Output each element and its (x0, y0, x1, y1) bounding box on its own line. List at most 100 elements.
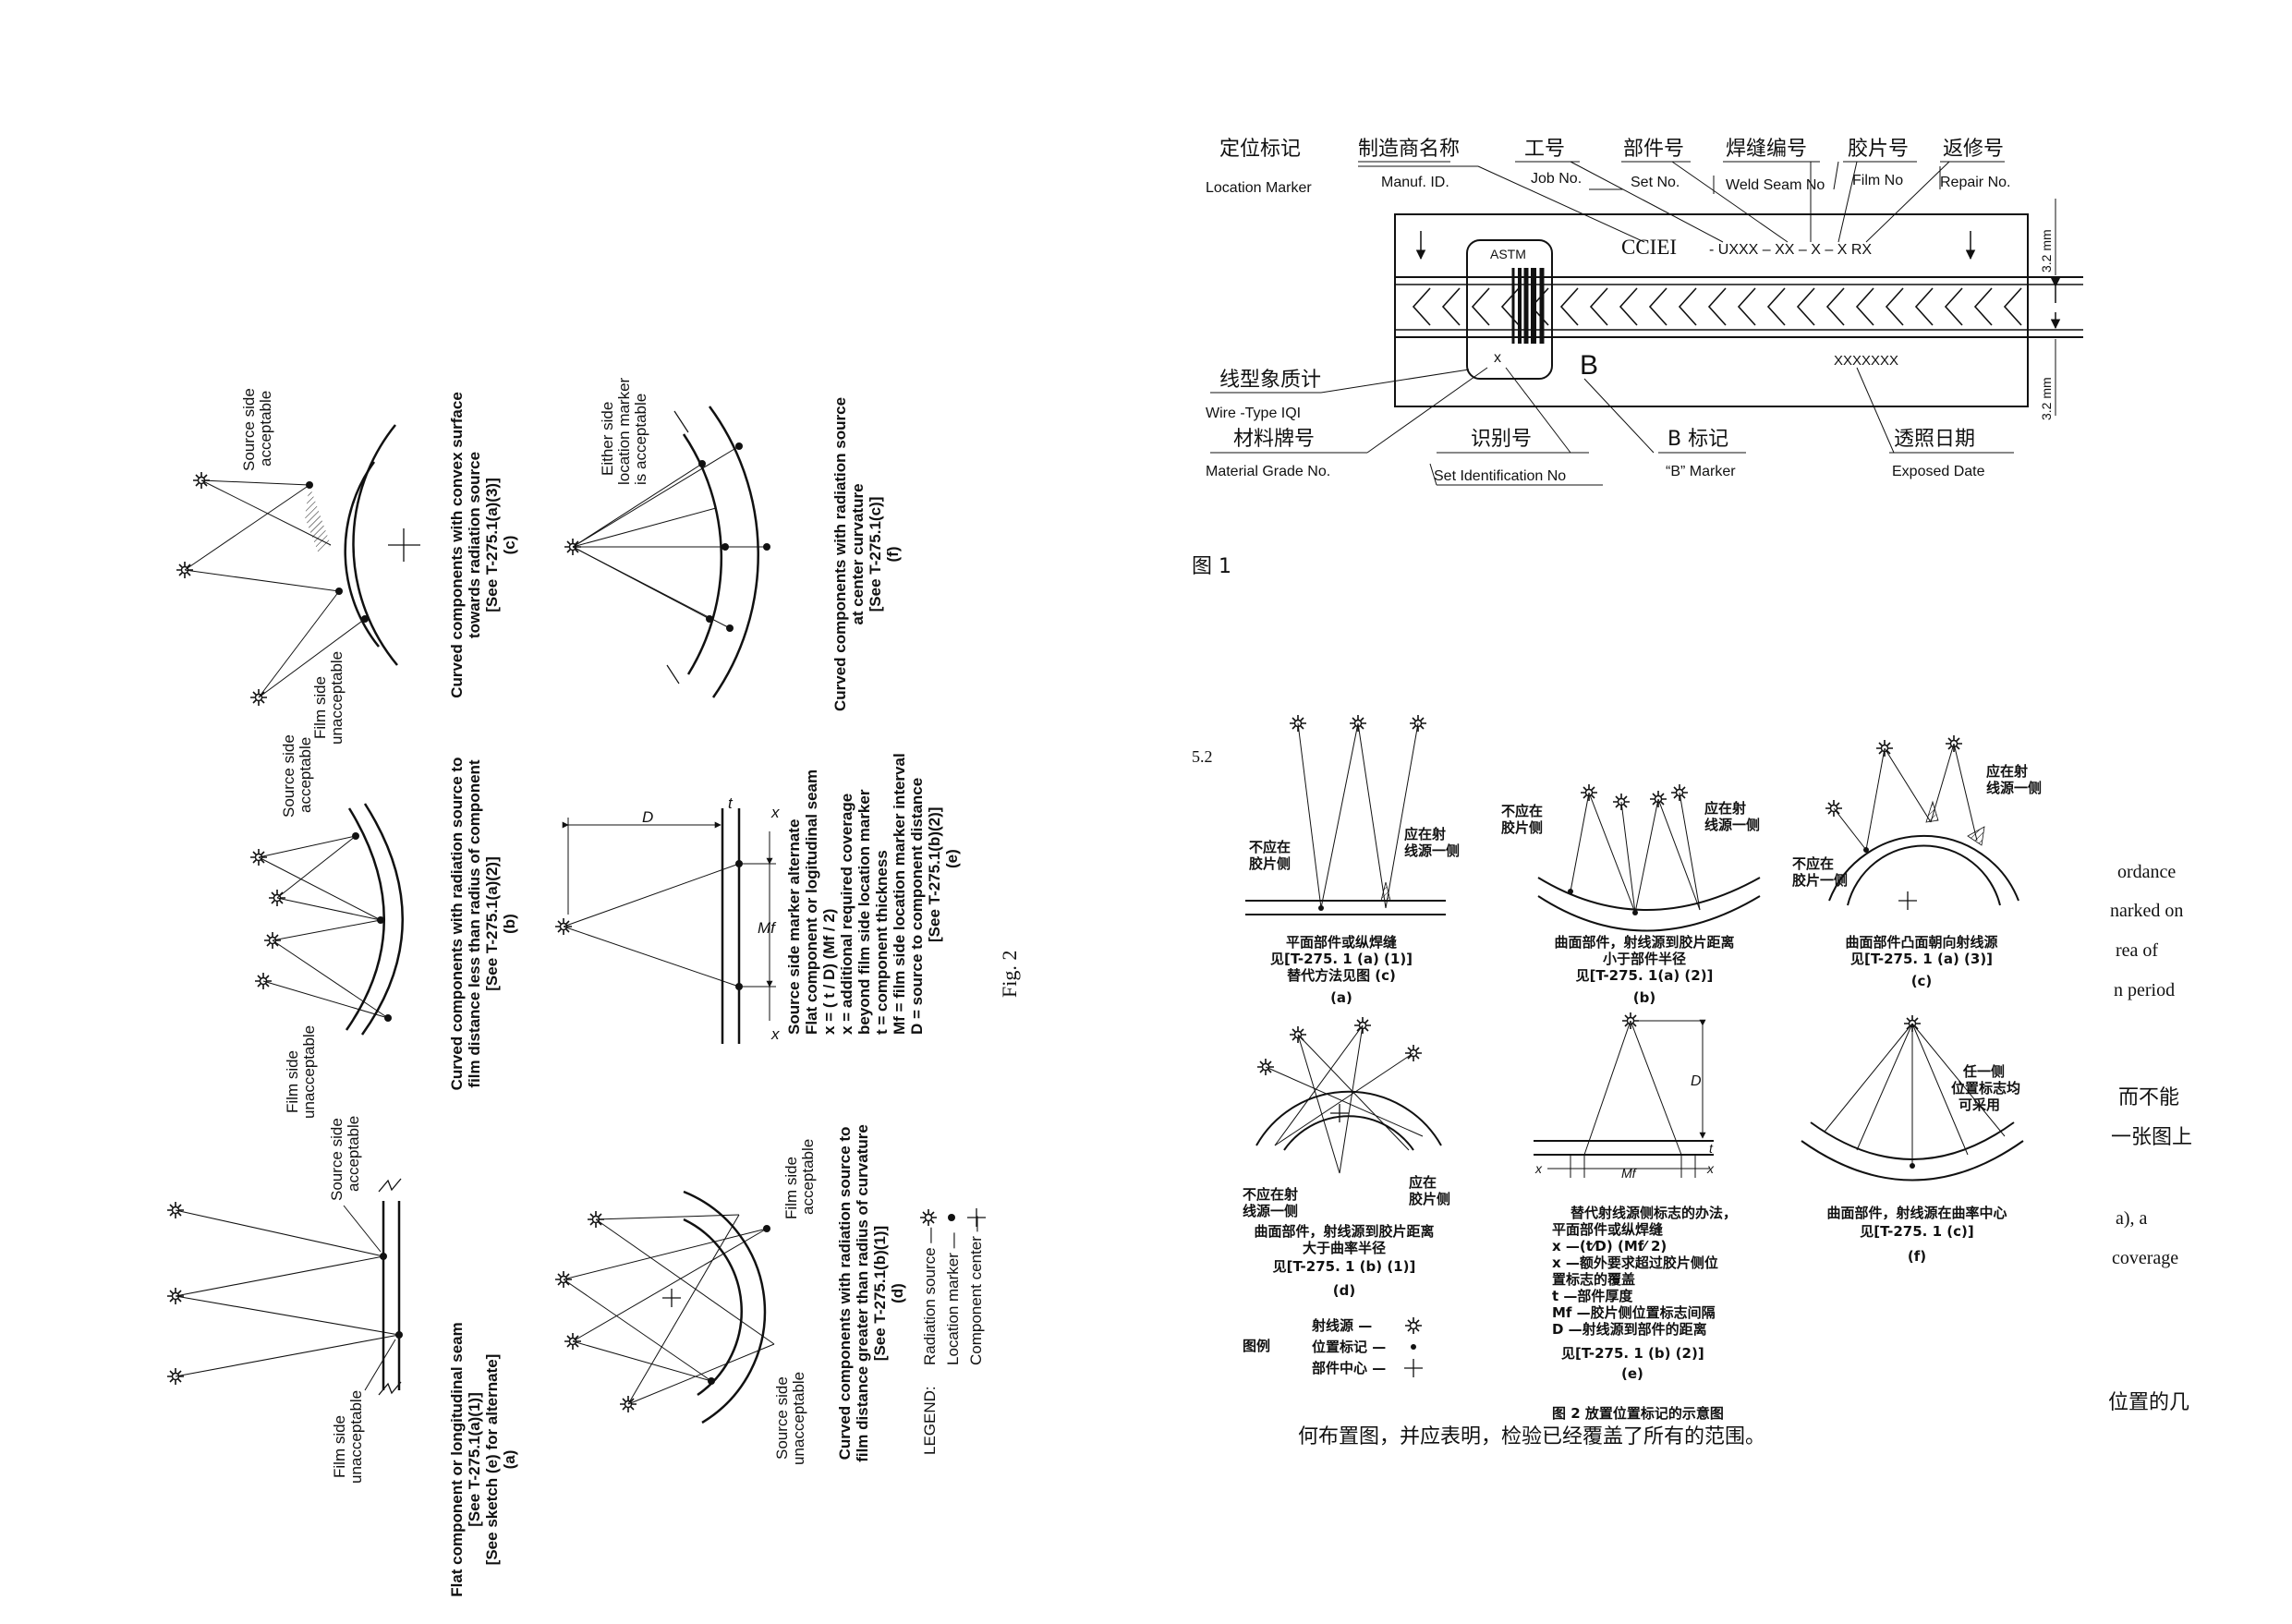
zh-f-cap-l2: 见[T-275. 1 (c)] (1860, 1223, 1973, 1240)
lbl-film-zh: 胶片号 (1848, 138, 1909, 161)
lbl-setid-zh: 识别号 (1471, 428, 1532, 451)
lbl-film-en: Film No (1852, 173, 1903, 188)
frag-8: coverage (2112, 1248, 2178, 1268)
zh-c-cap-l2: 见[T-275. 1 (a) (3)] (1850, 951, 1993, 967)
weld-chevron (1412, 287, 1431, 326)
d-source-side-l1: Source side (773, 1376, 791, 1460)
zh-e-x-right: x (1706, 1161, 1715, 1176)
frag-6: 一张图上 (2111, 1126, 2192, 1149)
zh-d-yes-l2: 胶片侧 (1409, 1191, 1450, 1207)
e-caption-l5: beyond film side location marker (855, 789, 873, 1035)
a-caption-l3: [See sketch (e) for alternate] (483, 1354, 501, 1566)
b-caption-l3: [See T-275.1(a)(2)] (483, 856, 501, 991)
zh-c-cap-l1: 曲面部件凸面朝向射线源 (1845, 934, 1997, 951)
zh-e-cap-l10: (e) (1621, 1365, 1643, 1382)
f-caption-l3: [See T-275.1(c)] (867, 497, 884, 612)
weld-chevron (1973, 287, 1993, 326)
weld-chevron (1678, 287, 1697, 326)
zh-d-cap-l4: (d) (1333, 1282, 1355, 1299)
fig1-top-labels: 定位标记 Location Marker 制造商名称 Manuf. ID. 工号… (1206, 138, 2010, 196)
zh-a-cap-l1: 平面部件或纵焊缝 (1286, 934, 1397, 951)
weld-chevron (2003, 287, 2022, 326)
weld-chevron (1885, 287, 1904, 326)
weld-chevron (1796, 287, 1815, 326)
zh-legend-center: 部件中心 — (1312, 1360, 1386, 1376)
e-caption-l4: x = additional required coverage (838, 794, 855, 1035)
lbl-iqi-en: Wire -Type IQI (1206, 406, 1301, 421)
e-caption-l8: D = source to component distance (908, 778, 926, 1035)
a-caption-l4: (a) (501, 1450, 518, 1470)
film-b: B (1580, 350, 1598, 381)
film-manuf: CCIEI (1621, 236, 1677, 259)
fig1-top-leaders (1358, 161, 2005, 243)
legend-item-source: Radiation source — (921, 1228, 939, 1365)
zh-a-yes-l1: 应在射 (1404, 826, 1446, 842)
b-source-side-l2: acceptable (297, 737, 314, 813)
lbl-location-zh: 定位标记 (1219, 138, 1301, 161)
lbl-weld-en: Weld Seam No (1726, 177, 1825, 193)
sketch-a: Source side acceptable Film side unaccep… (166, 1116, 518, 1597)
zh-c-no-l1: 不应在 (1792, 855, 1834, 872)
a-source-side-l1: Source side (328, 1118, 346, 1201)
right-text-fragments: ordance narked on rea of n period 而不能 一张… (2108, 862, 2192, 1414)
sketch-f: Either side location marker is acceptabl… (564, 377, 902, 711)
zh-d-no-l2: 线源一侧 (1243, 1203, 1298, 1219)
e-caption-l1: Source side marker alternate (785, 819, 803, 1035)
weld-chevron (1500, 287, 1520, 326)
zh-d-yes-l1: 应在 (1409, 1174, 1437, 1191)
d-source-side-l2: unacceptable (790, 1372, 807, 1465)
frag-2: narked on (2110, 901, 2183, 921)
zh-e-x-left: x (1534, 1161, 1543, 1176)
c-caption-l1: Curved components with convex surface (448, 392, 466, 698)
legend-title: LEGEND: (921, 1386, 939, 1455)
zh-b-no-l2: 胶片侧 (1501, 819, 1543, 836)
e-dim-x-bottom: x (770, 1025, 780, 1043)
zh-a-cap-l4: (a) (1330, 989, 1352, 1006)
zh-c-yes-l2: 线源一侧 (1986, 780, 2042, 796)
weld-chevron (1619, 287, 1638, 326)
c-caption-l4: (c) (501, 536, 518, 555)
zh-e-cap-l6: t —部件厚度 (1552, 1288, 1633, 1304)
film-astm: ASTM (1490, 247, 1526, 261)
zh-b-cap-l4: (b) (1633, 989, 1655, 1006)
zh-a-yes-l2: 线源一侧 (1404, 842, 1460, 859)
zh-legend-title: 图例 (1243, 1338, 1270, 1354)
iqi-frame (1466, 239, 1553, 380)
e-caption-l2: Flat component or logitudinal seam (803, 770, 820, 1035)
zh-e-cap-l1: 替代射线源侧标志的办法， (1570, 1205, 1737, 1221)
zh-c-no-l2: 胶片一侧 (1792, 872, 1848, 889)
zh-b-cap-l3: 见[T-275. 1(a) (2)] (1576, 967, 1714, 984)
legend-item-center: Component center — (967, 1216, 985, 1365)
fig2-bottom-line: 何布置图，并应表明，检验已经覆盖了所有的范围。 (1298, 1425, 1765, 1448)
legend-marker-dot (948, 1214, 955, 1221)
zh-legend-marker: 位置标记 — (1312, 1339, 1386, 1355)
location-marker-dot (395, 1331, 403, 1339)
lbl-setid-en: Set Identification No (1434, 468, 1566, 484)
e-caption-l3: x = ( t / D) (Mf / 2) (820, 909, 838, 1035)
weld-chevron (1559, 287, 1579, 326)
e-caption-l7: Mf = film side location marker interval (891, 753, 908, 1035)
weld-chevron (1855, 287, 1874, 326)
zh-f-cap-l1: 曲面部件，射线源在曲率中心 (1826, 1205, 2007, 1221)
zh-b-cap-l2: 小于部件半径 (1603, 951, 1686, 967)
lbl-date-en: Exposed Date (1892, 464, 1985, 479)
b-film-side-l1: Film side (284, 1050, 301, 1113)
weld-chevron (1441, 287, 1461, 326)
e-dim-x-top: x (770, 804, 780, 821)
lbl-material-en: Material Grade No. (1206, 464, 1330, 479)
zh-f-l1: 任一侧 (1962, 1063, 2005, 1080)
sketch-b: Source side acceptable Film side unaccep… (249, 734, 518, 1119)
f-either-side-l1: Either side (599, 402, 616, 476)
sketch-e: D t x Mf x Source side marker alternate … (554, 753, 961, 1044)
f-either-side-l3: is acceptable (632, 394, 649, 485)
lbl-job-zh: 工号 (1524, 138, 1565, 161)
f-either-side-l2: location marker (615, 377, 633, 485)
weld-chevron (1944, 287, 1963, 326)
left-legend: LEGEND: Radiation source — Location mark… (919, 1208, 986, 1455)
iqi-wires (1511, 268, 1545, 344)
legend-item-marker: Location marker — (944, 1232, 962, 1365)
sketch-d: Film side acceptable Source side unaccep… (554, 1124, 906, 1465)
lbl-iqi-zh: 线型象质计 (1219, 369, 1321, 392)
lbl-job-en: Job No. (1531, 171, 1582, 187)
